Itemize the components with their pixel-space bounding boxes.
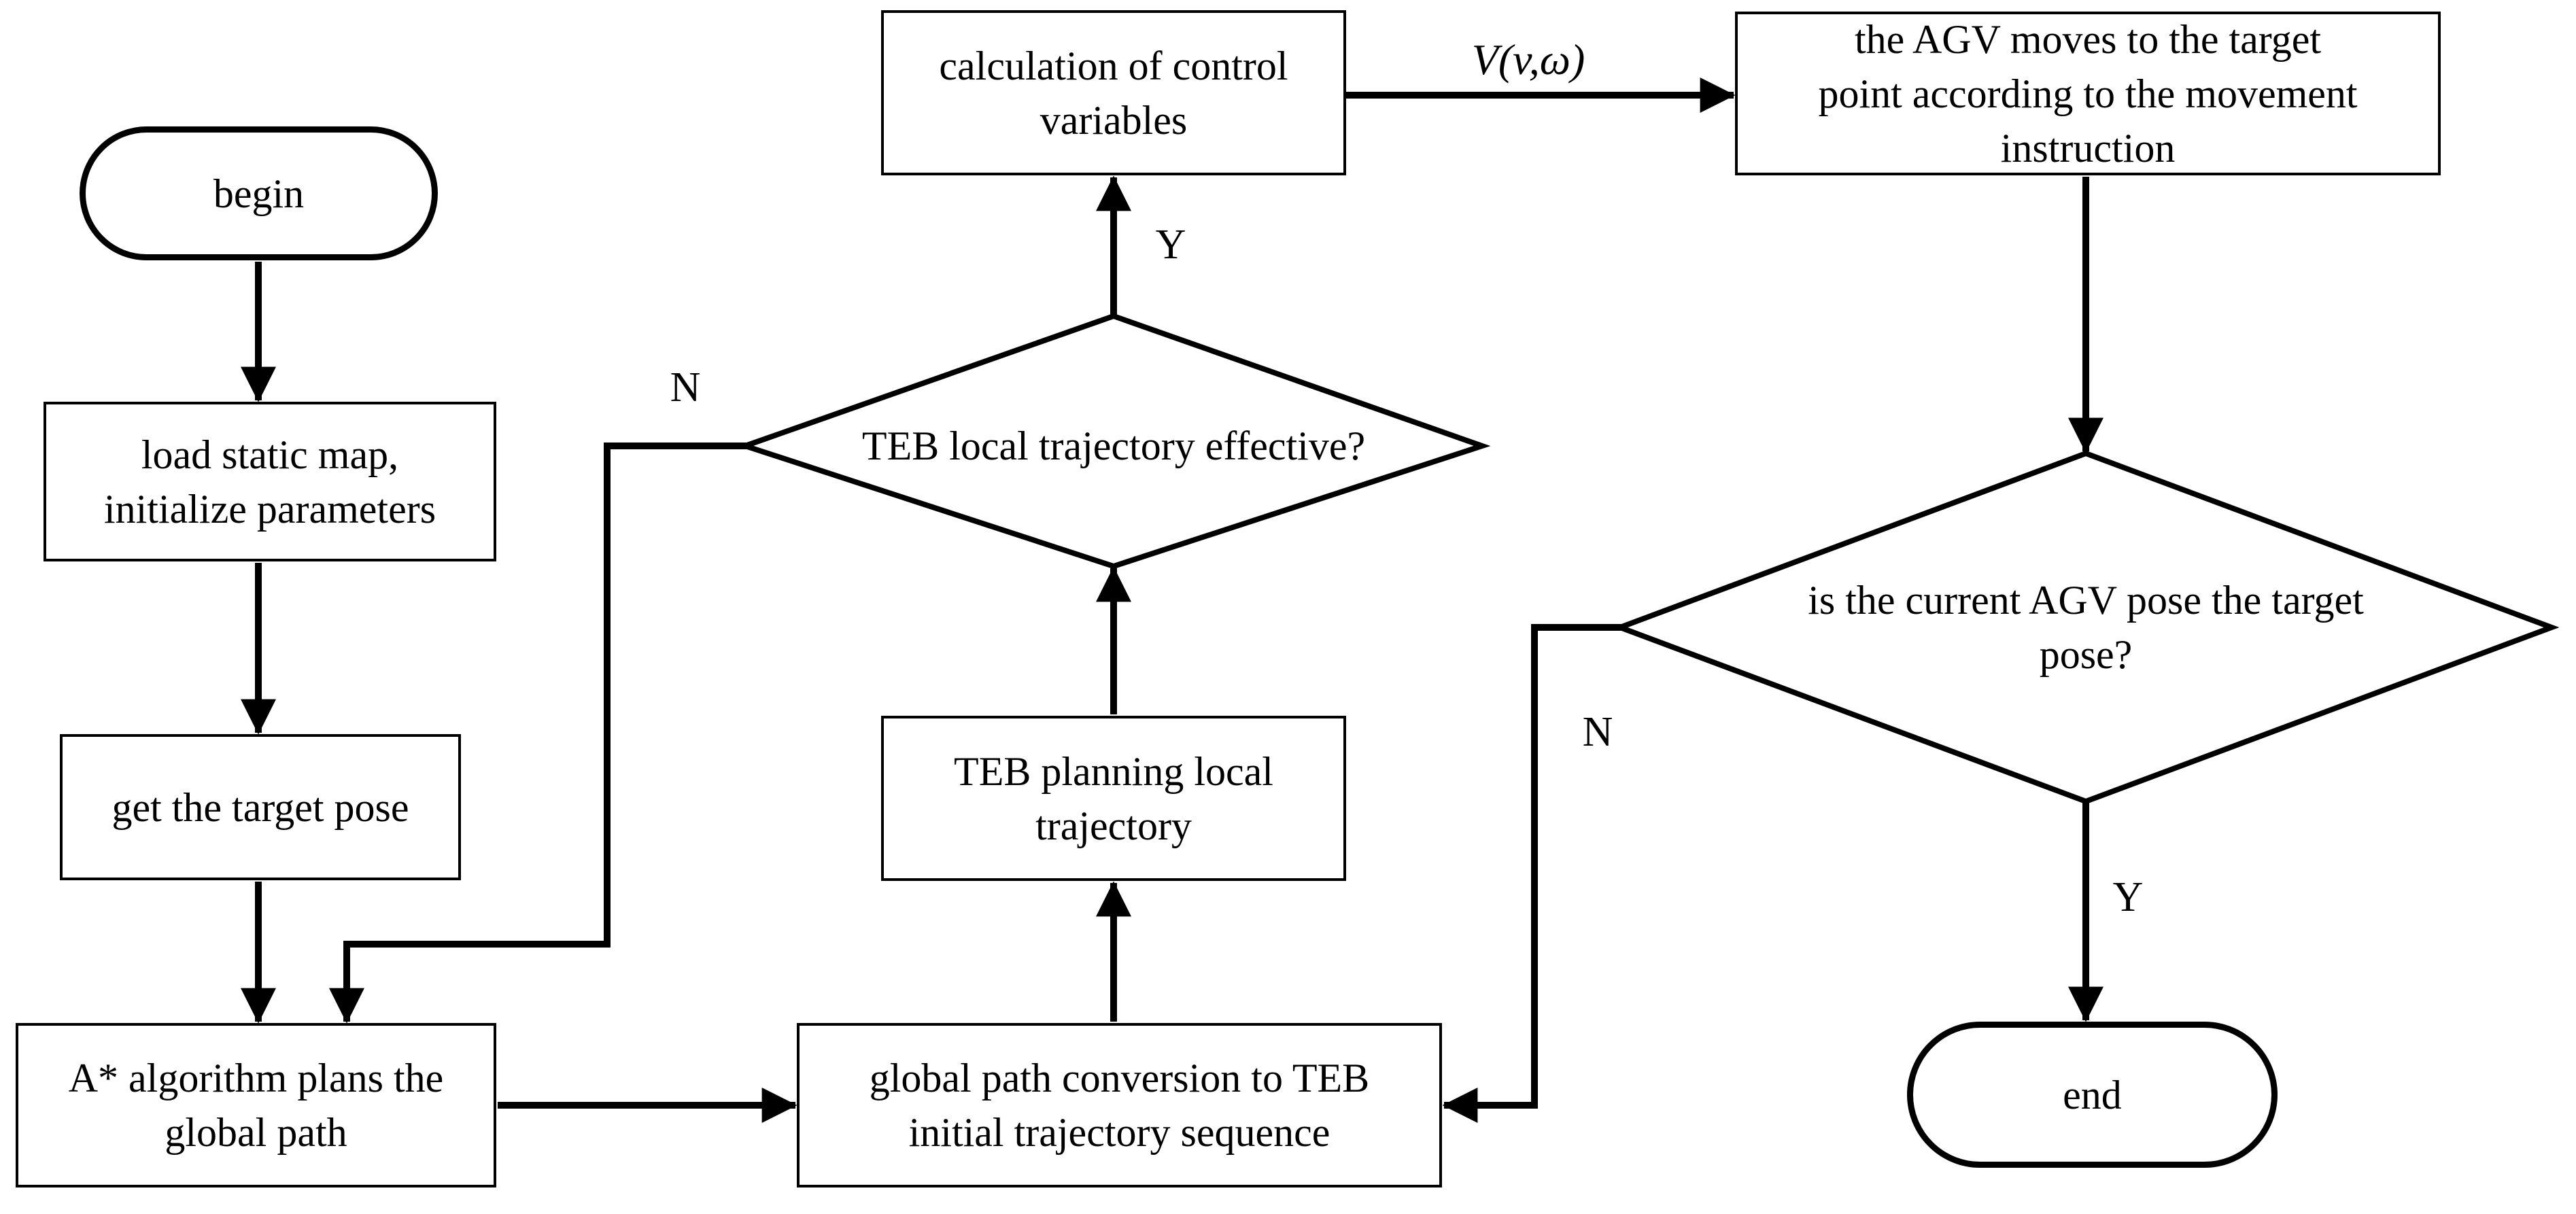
node-astar-plans-global-path-label: A* algorithm plans the global path bbox=[68, 1056, 444, 1155]
label-control-output-v: V(v,ω) bbox=[1471, 35, 1585, 84]
node-get-target-pose-label: get the target pose bbox=[111, 784, 409, 830]
node-global-path-conversion-label: global path conversion to TEB initial tr… bbox=[869, 1056, 1370, 1155]
node-begin: begin bbox=[80, 126, 438, 260]
label-pose-target-no: N bbox=[1582, 709, 1613, 755]
decision-pose-target-shape bbox=[1612, 450, 2560, 805]
node-global-path-conversion: global path conversion to TEB initial tr… bbox=[797, 1023, 1442, 1187]
node-end-label: end bbox=[2063, 1072, 2122, 1117]
node-teb-planning-local-trajectory: TEB planning local trajectory bbox=[881, 716, 1346, 881]
edge-teb-effective-no-to-astar bbox=[329, 443, 746, 1024]
node-end: end bbox=[1907, 1022, 2278, 1168]
node-teb-planning-local-trajectory-label: TEB planning local trajectory bbox=[954, 748, 1273, 848]
edge-pose-target-no-to-global-conversion bbox=[1442, 624, 1621, 1123]
node-agv-moves-to-target: the AGV moves to the target point accord… bbox=[1735, 12, 2441, 175]
decision-teb-effective-shape bbox=[736, 313, 1491, 570]
node-astar-plans-global-path: A* algorithm plans the global path bbox=[16, 1023, 496, 1187]
label-teb-effective-no: N bbox=[670, 364, 701, 411]
node-agv-moves-to-target-label: the AGV moves to the target point accord… bbox=[1818, 16, 2358, 171]
node-load-static-map-label: load static map, initialize parameters bbox=[103, 432, 436, 532]
label-pose-target-yes: Y bbox=[2112, 874, 2144, 920]
node-get-target-pose: get the target pose bbox=[60, 734, 461, 880]
node-load-static-map: load static map, initialize parameters bbox=[44, 402, 496, 561]
node-calc-control-variables-label: calculation of control variables bbox=[939, 43, 1288, 143]
label-teb-effective-yes: Y bbox=[1155, 222, 1186, 268]
node-calc-control-variables: calculation of control variables bbox=[881, 10, 1346, 175]
node-begin-label: begin bbox=[213, 171, 305, 216]
